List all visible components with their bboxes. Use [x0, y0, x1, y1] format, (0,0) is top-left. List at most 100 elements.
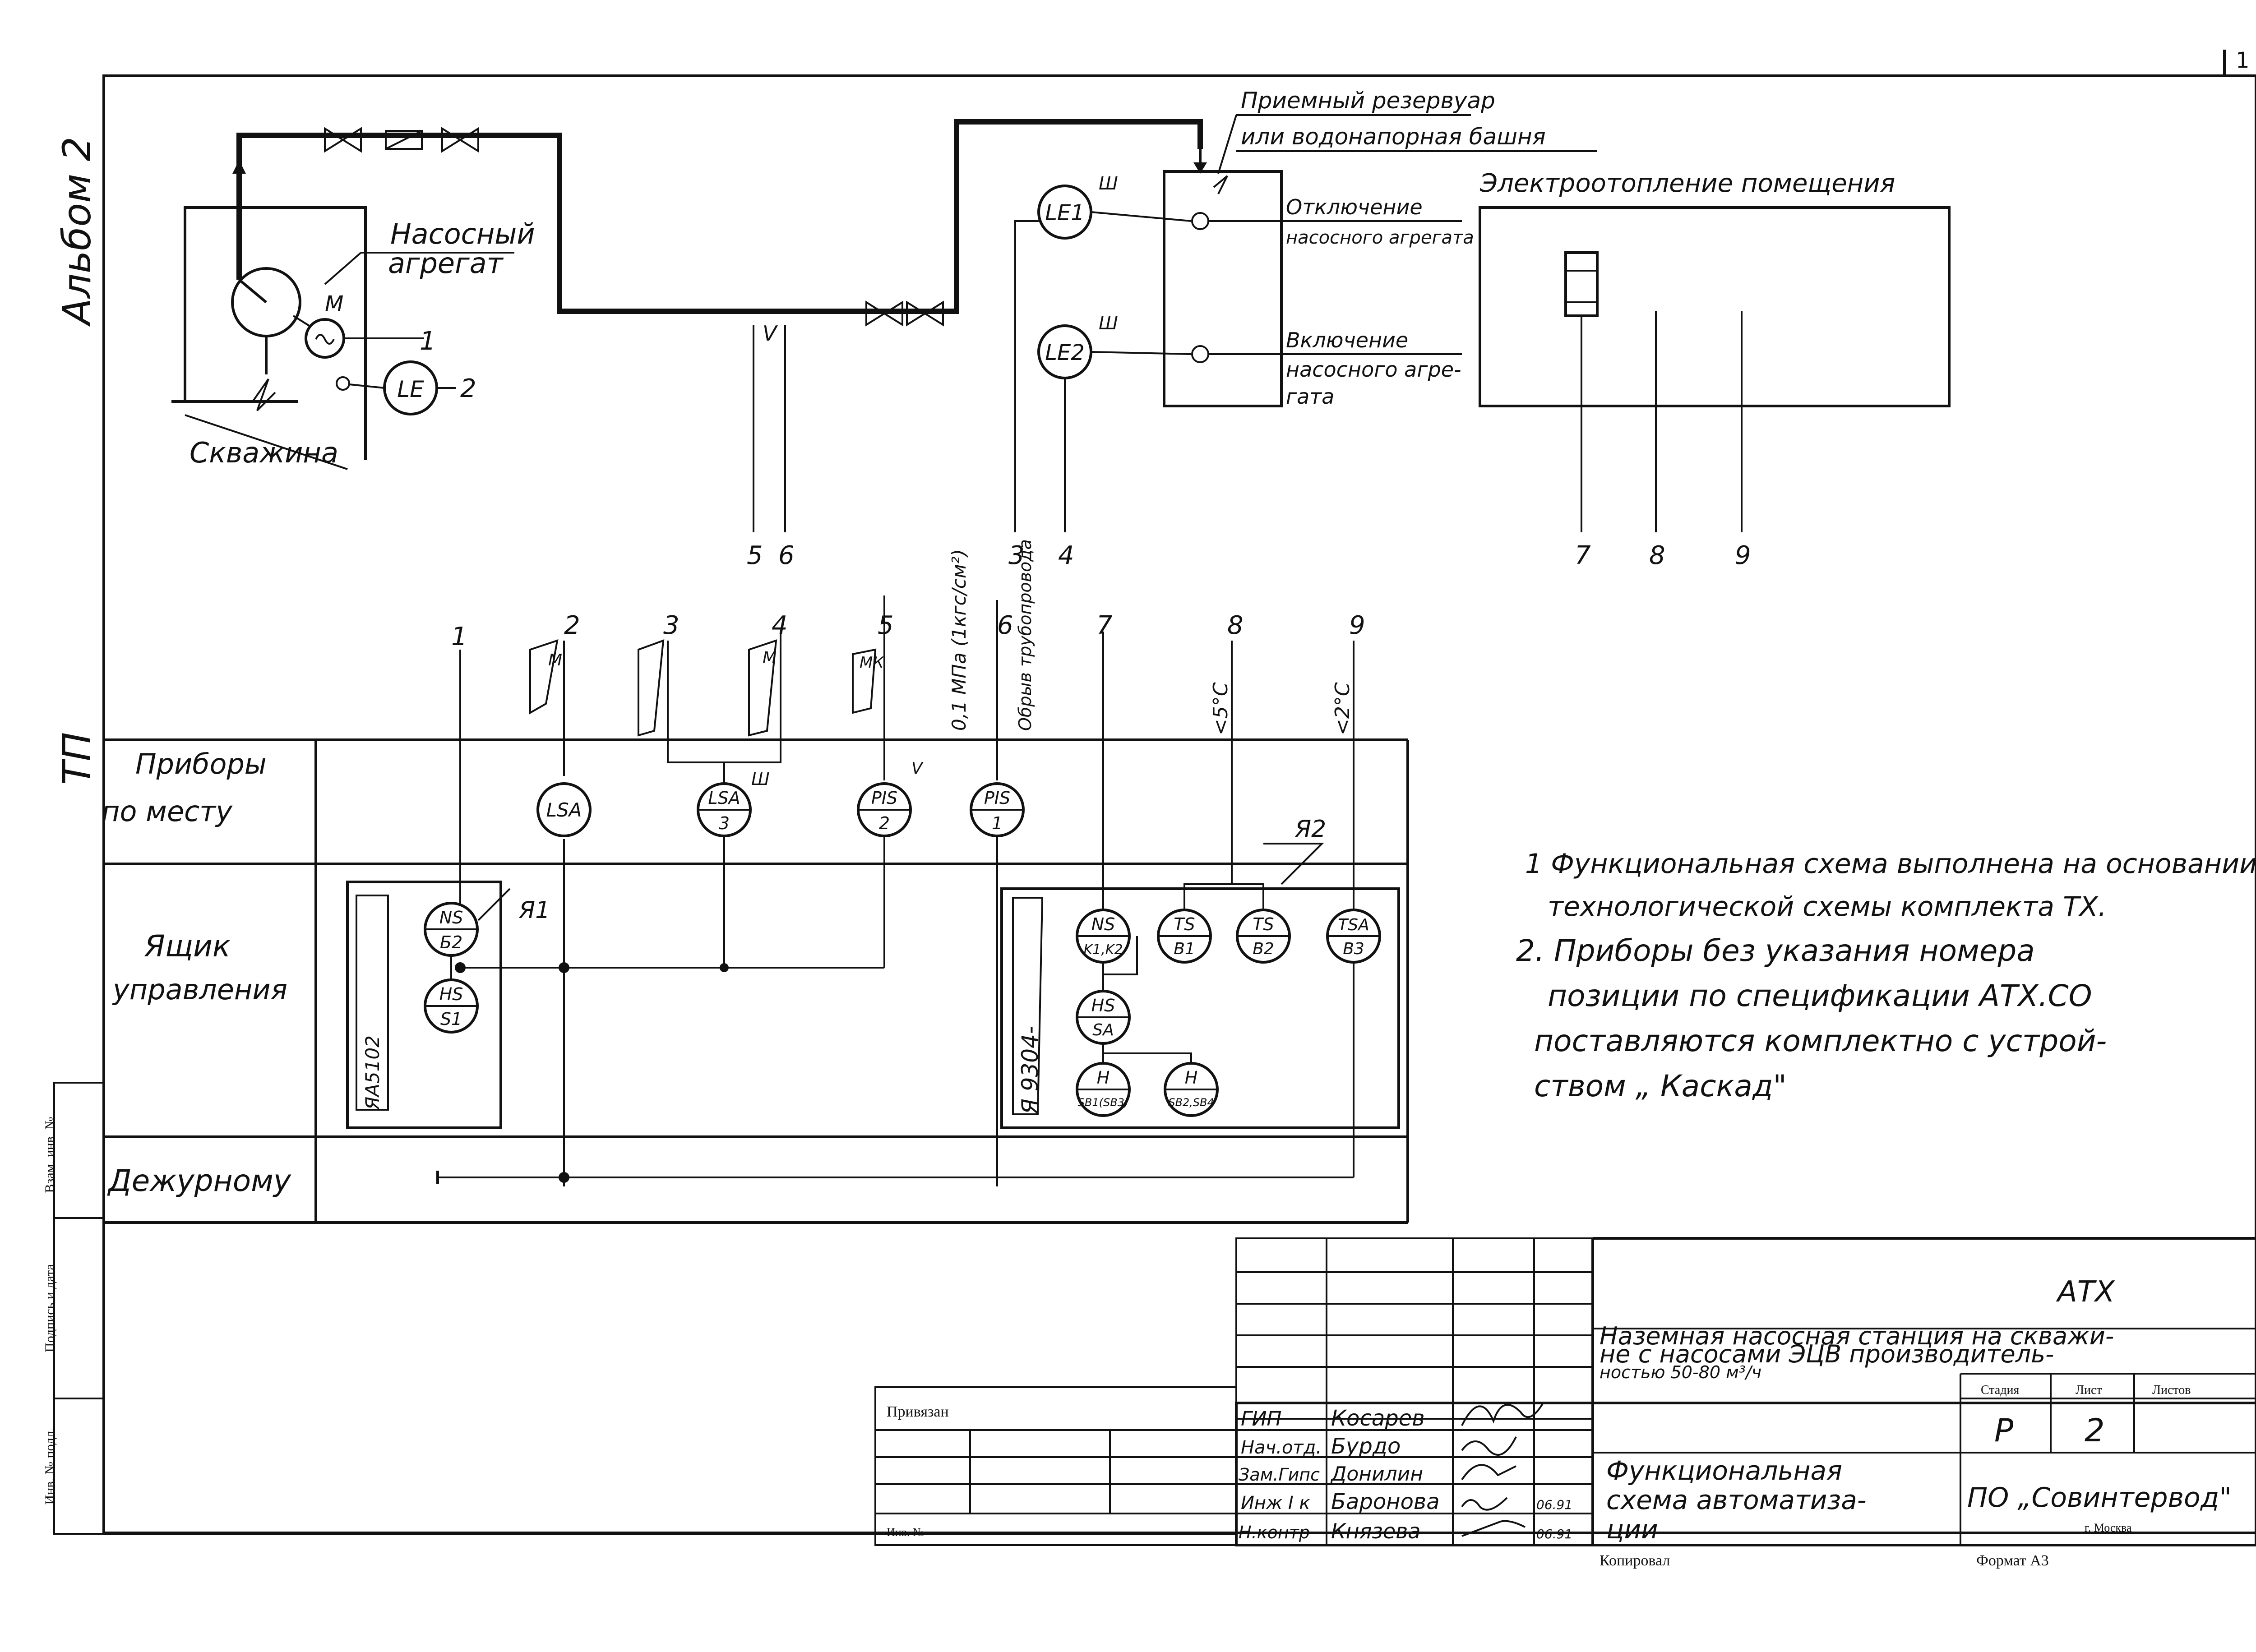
reservoir — [1163, 170, 1283, 407]
control-panel-1: ЯА5102 Я1 NS Б2 HS S1 — [346, 881, 729, 1129]
drawing-title-1: Функциональная — [1606, 1455, 1842, 1486]
field-number-4: 4 — [772, 611, 788, 640]
panel2-hs-pos: SA — [1092, 1021, 1114, 1039]
le1-mark: Ш — [1099, 173, 1118, 194]
panel2-instrument-h-2: H SB2,SB4 — [1164, 1062, 1219, 1117]
instrument-le1: LE1 — [1037, 185, 1092, 240]
pump-label-1: Насосный — [390, 217, 535, 250]
city: г. Москва — [2085, 1521, 2132, 1534]
valve-group-middle — [865, 300, 944, 327]
instrument-le-tag: LE — [397, 376, 424, 402]
sheet-value: 2 — [2085, 1412, 2105, 1449]
panel1-instrument-ns: NS Б2 — [424, 902, 479, 957]
well-label: Скважина — [190, 436, 338, 469]
field-number-8: 8 — [1227, 611, 1244, 640]
panel2-ns-pos: K1,K2 — [1083, 942, 1123, 958]
line-2-tag: 2 — [460, 374, 476, 403]
album-label: Альбом 2 — [55, 137, 100, 327]
panel2-tsa-pos: B3 — [1343, 940, 1364, 958]
title-block: АТХ Наземная насосная станция на скважи-… — [104, 1237, 2256, 1569]
instrument-le2-tag: LE2 — [1045, 340, 1085, 365]
drawing-title-2: схема автоматиза- — [1606, 1485, 1867, 1515]
panel2-instrument-h-1: H SB1(SB3) — [1076, 1062, 1131, 1117]
line-1-tag: 1 — [420, 327, 436, 356]
note-line-1: 1 Функциональная схема выполнена на осно… — [1525, 848, 2256, 880]
col-sheet: Лист — [2076, 1383, 2102, 1397]
instrument-lsa-tag: LSA — [546, 799, 582, 821]
temp-8: <5°С — [1209, 682, 1232, 735]
top-number-5: 5 — [747, 541, 763, 570]
note-line-3: 2. Приборы без указания номера — [1516, 933, 2035, 968]
note-line-5: поставляются комплектно с устрой- — [1534, 1024, 2107, 1058]
top-number-6: 6 — [778, 541, 795, 570]
heating-room — [1479, 206, 1951, 407]
field-number-1: 1 — [451, 622, 467, 651]
instrument-pis-2-pos: 2 — [879, 813, 890, 833]
bound-label: Привязан — [887, 1403, 949, 1420]
panel2-ts-b2-pos: B2 — [1253, 940, 1274, 958]
row-local-2: по месту — [102, 795, 233, 828]
panel2-ts-b2-tag: TS — [1253, 914, 1274, 934]
panel2-ns-tag: NS — [1091, 914, 1115, 934]
process-flow-scheme: Скважина M 1 Насосный агрегат LE 2 — [171, 88, 1951, 570]
pis2-mark: V — [911, 759, 924, 778]
instrument-lsa: LSA — [536, 782, 592, 837]
panel2-instrument-ts-b2: TS B2 — [1236, 909, 1291, 964]
note-line-4: позиции по спецификации АТХ.СО — [1548, 978, 2092, 1013]
motor-label: M — [325, 291, 343, 317]
signatures — [1461, 1402, 1544, 1537]
copied-label: Копировал — [1600, 1552, 1670, 1569]
role-0: ГИП — [1241, 1407, 1282, 1431]
panel2-instrument-hs: HS SA — [1076, 990, 1131, 1045]
control-panel-2: Я 9304- Я2 NS K1,K2 TS B1 TS B2 TSA B3 — [1000, 816, 1400, 1129]
panel1-cabinet: ЯА5102 — [361, 1035, 384, 1110]
reservoir-label-2: или водонапорная башня — [1241, 124, 1546, 150]
panel1-tag: Я1 — [518, 897, 550, 924]
role-2: Зам.Гипс — [1239, 1465, 1320, 1485]
field-instruments: LSA LSA 3 Ш PIS 2 V PIS 1 — [536, 759, 1025, 837]
top-number-9: 9 — [1735, 541, 1751, 570]
panel1-hs-tag: HS — [439, 984, 463, 1004]
panel2-ts-b1-pos: B1 — [1174, 940, 1195, 958]
on-label-1: Включение — [1286, 328, 1408, 352]
signal-mark-2: М — [548, 651, 562, 669]
panel2-tsa-tag: TSA — [1338, 916, 1369, 934]
section-label: ТП — [55, 732, 100, 785]
stamp-cell-inventory: Инв. № подл. — [42, 1428, 57, 1505]
stage-value: Р — [1994, 1412, 2014, 1449]
panel2-h2-pos: SB2,SB4 — [1168, 1096, 1214, 1109]
field-number-9: 9 — [1349, 611, 1365, 640]
inv-label: Инв. № — [887, 1526, 924, 1539]
note-pressure: 0,1 МПа (1кгс/см²) — [948, 549, 970, 731]
panel2-instrument-ns: NS K1,K2 — [1076, 909, 1131, 964]
field-number-3: 3 — [663, 611, 680, 640]
off-label-1: Отключение — [1286, 195, 1423, 219]
top-number-7: 7 — [1575, 541, 1591, 570]
row-duty: Дежурному — [107, 1163, 291, 1198]
pipe-mark-v: V — [763, 321, 778, 346]
automation-table: Приборы по месту Ящик управления Дежурно… — [102, 738, 1409, 1224]
col-sheets: Листов — [2152, 1383, 2191, 1397]
panel2-ts-b1-tag: TS — [1174, 914, 1195, 934]
top-number-4: 4 — [1058, 541, 1074, 570]
field-signals: 1 2 М 3 4 М 5 МК 6 0,1 МПа (1кгс/см²) Об… — [451, 539, 1365, 1186]
field-number-2: 2 — [564, 611, 580, 640]
duty-signal-line — [436, 968, 1354, 1184]
lsa3-mark: Ш — [751, 769, 770, 789]
panel1-ns-tag: NS — [439, 908, 463, 928]
field-number-7: 7 — [1096, 611, 1113, 640]
field-number-6: 6 — [997, 611, 1013, 640]
reservoir-label-1: Приемный резервуар — [1241, 88, 1495, 114]
role-1: Нач.отд. — [1241, 1437, 1322, 1458]
instrument-le1-tag: LE1 — [1045, 200, 1085, 226]
role-4: Н.контр — [1239, 1523, 1310, 1542]
organization: ПО „Совинтервод" — [1967, 1482, 2232, 1514]
instrument-lsa-3: LSA 3 — [697, 782, 752, 837]
main-pipeline — [236, 119, 1203, 314]
on-label-3: гата — [1286, 384, 1334, 409]
instrument-pis-1: PIS 1 — [970, 782, 1025, 837]
panel1-instrument-hs: HS S1 — [424, 978, 479, 1034]
panel1-hs-pos: S1 — [440, 1009, 462, 1029]
on-label-2: насосного агре- — [1286, 357, 1461, 382]
